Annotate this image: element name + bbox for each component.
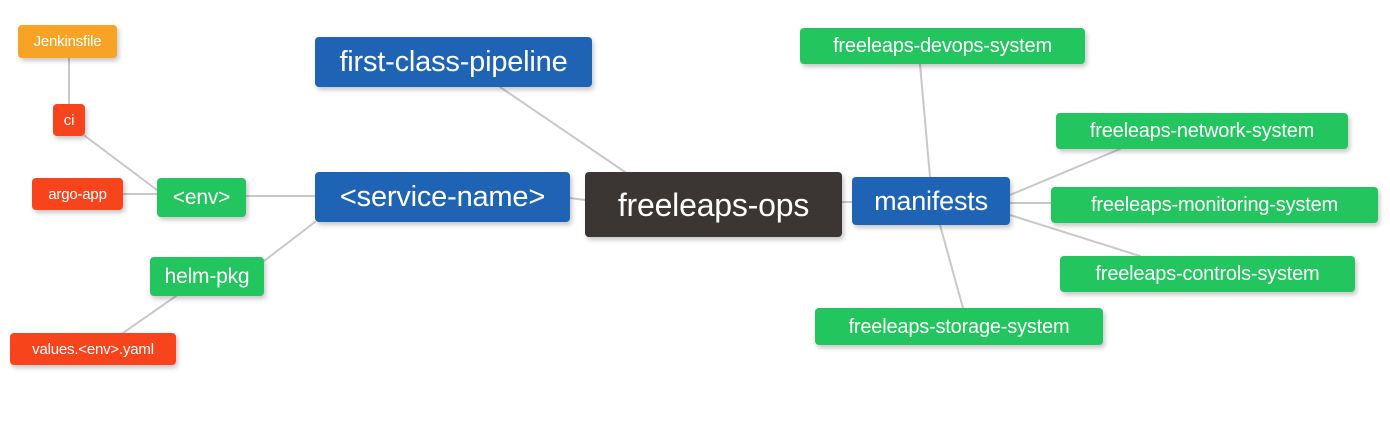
- node-freeleaps-storage-system[interactable]: freeleaps-storage-system: [815, 308, 1103, 345]
- node-freeleaps-ops[interactable]: freeleaps-ops: [585, 172, 842, 237]
- node-freeleaps-devops-system[interactable]: freeleaps-devops-system: [800, 28, 1085, 64]
- node-ci[interactable]: ci: [53, 104, 85, 136]
- node-values-yaml[interactable]: values.<env>.yaml: [10, 333, 176, 365]
- node-label-freeleaps-controls-system: freeleaps-controls-system: [1095, 263, 1320, 285]
- node-service-name[interactable]: <service-name>: [315, 172, 570, 222]
- node-first-class-pipeline[interactable]: first-class-pipeline: [315, 37, 592, 87]
- node-freeleaps-monitoring-system[interactable]: freeleaps-monitoring-system: [1051, 187, 1378, 223]
- node-label-env: <env>: [172, 186, 231, 209]
- node-label-freeleaps-storage-system: freeleaps-storage-system: [848, 315, 1070, 338]
- node-argo-app[interactable]: argo-app: [32, 178, 123, 210]
- node-freeleaps-controls-system[interactable]: freeleaps-controls-system: [1060, 256, 1355, 292]
- node-label-ci: ci: [63, 111, 75, 129]
- node-manifests[interactable]: manifests: [852, 177, 1010, 225]
- node-label-freeleaps-network-system: freeleaps-network-system: [1089, 120, 1315, 142]
- edge-helm-pkg-to-values-yaml: [122, 295, 177, 334]
- edge-service-name-to-freeleaps-ops: [569, 197, 586, 201]
- node-env[interactable]: <env>: [157, 178, 246, 217]
- node-label-freeleaps-monitoring-system: freeleaps-monitoring-system: [1091, 194, 1338, 216]
- node-jenkinsfile[interactable]: Jenkinsfile: [18, 25, 117, 58]
- node-label-manifests: manifests: [874, 185, 988, 216]
- node-label-service-name: <service-name>: [339, 180, 546, 213]
- node-label-jenkinsfile: Jenkinsfile: [33, 33, 102, 50]
- edge-service-name-to-helm-pkg: [263, 221, 316, 262]
- node-freeleaps-network-system[interactable]: freeleaps-network-system: [1056, 113, 1348, 149]
- edge-manifests-to-freeleaps-devops-system: [919, 63, 931, 178]
- node-helm-pkg[interactable]: helm-pkg: [150, 257, 264, 296]
- node-label-argo-app: argo-app: [48, 185, 107, 203]
- node-label-freeleaps-ops: freeleaps-ops: [617, 186, 810, 223]
- edge-first-class-pipeline-to-freeleaps-ops: [499, 86, 626, 173]
- edge-manifests-to-freeleaps-storage-system: [939, 224, 964, 309]
- node-label-helm-pkg: helm-pkg: [164, 265, 250, 288]
- node-label-freeleaps-devops-system: freeleaps-devops-system: [833, 35, 1052, 57]
- node-label-values-yaml: values.<env>.yaml: [32, 340, 154, 358]
- node-label-first-class-pipeline: first-class-pipeline: [339, 45, 568, 78]
